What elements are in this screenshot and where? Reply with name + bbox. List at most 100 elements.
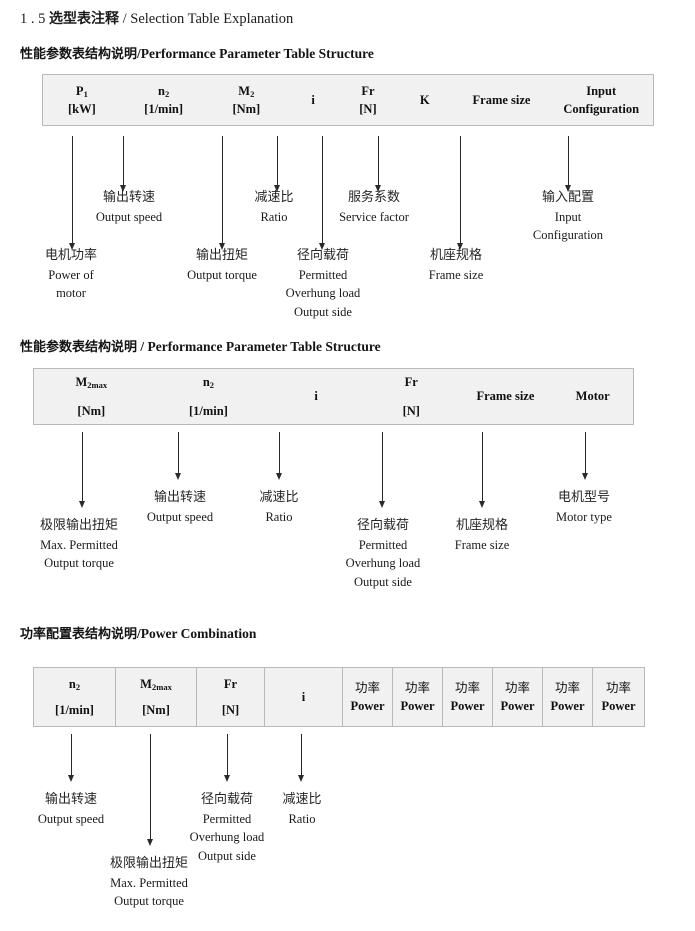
section-heading-separator: / <box>137 46 141 61</box>
annotation-ratio-2-cn: 减速比 <box>259 490 299 505</box>
table1-col-n2-subscript: 2 <box>164 88 170 99</box>
section2-heading-cn: 性能参数表结构说明 <box>20 340 138 355</box>
performance-parameter-table-1: P1 [kW] n2 [1/min] M2 [Nm] i Fr [N] K Fr… <box>42 74 654 126</box>
page-title-en: Selection Table Explanation <box>130 11 294 27</box>
table2-col-frame-size-label: Frame size <box>476 389 535 404</box>
annotation-max-permitted-output-torque-3: 极限输出扭矩 Max. Permitted Output torque <box>90 854 208 911</box>
arrow-to-overhung-load <box>318 136 327 250</box>
annotation-power-of-motor-en-2: motor <box>56 286 86 301</box>
table3-col-power-2-cn: 功率 <box>404 679 430 695</box>
table3-col-power-6-cn: 功率 <box>605 679 631 695</box>
table3-col-power-5-en: Power <box>550 699 585 713</box>
table1-col-input-configuration-line2: Configuration <box>563 102 640 116</box>
table3-col-m2max: M2max [Nm] <box>115 668 196 726</box>
annotation-output-torque-en: Output torque <box>187 267 257 282</box>
section-heading-power-combination: 功率配置表结构说明/Power Combination <box>20 623 256 642</box>
table1-col-n2: n2 [1/min] <box>121 75 207 125</box>
table1-col-i: i <box>286 75 340 125</box>
table1-col-frame-size: Frame size <box>454 75 550 125</box>
annotation-ratio-cn: 减速比 <box>254 190 294 205</box>
table2-col-n2-unit: [1/min] <box>188 403 228 418</box>
section-heading-performance-1: 性能参数表结构说明/Performance Parameter Table St… <box>20 43 374 62</box>
table3-col-power-1-cn: 功率 <box>354 679 380 695</box>
annotation-ratio: 减速比 Ratio <box>243 188 305 226</box>
annotation-output-speed-2: 输出转速 Output speed <box>134 488 226 526</box>
annotation-overhung-load-2-en-1: Permitted <box>358 537 408 552</box>
power-combination-table: n2 [1/min] M2max [Nm] Fr [N] i 功率 Power … <box>33 667 645 727</box>
table2-col-m2max-symbol: M <box>75 375 88 390</box>
annotation-power-of-motor-en-1: Power of <box>48 267 94 282</box>
annotation-motor-type: 电机型号 Motor type <box>540 488 628 526</box>
table3-col-n2: n2 [1/min] <box>34 668 115 726</box>
section-heading-cn: 性能参数表结构说明 <box>20 47 138 62</box>
annotation-output-speed-2-en: Output speed <box>146 509 214 524</box>
arrow-to-ratio-2 <box>275 432 284 480</box>
table3-col-m2max-subscript: 2max <box>151 681 172 692</box>
annotation-service-factor: 服务系数 Service factor <box>327 188 421 226</box>
annotation-overhung-load-3-en-2: Overhung load <box>189 830 265 845</box>
table3-col-n2-symbol: n <box>68 676 76 691</box>
section3-heading-cn: 功率配置表结构说明 <box>20 627 138 642</box>
arrow-to-power-of-motor <box>68 136 77 250</box>
annotation-frame-size-2-cn: 机座规格 <box>455 518 508 533</box>
annotation-power-of-motor: 电机功率 Power of motor <box>32 246 110 303</box>
annotation-overhung-load-en-2: Overhung load <box>285 286 361 301</box>
table3-col-power-4-en: Power <box>500 699 535 713</box>
table1-col-k-symbol: K <box>419 92 430 107</box>
section2-heading-en: Performance Parameter Table Structure <box>147 339 381 354</box>
table2-col-n2: n2 [1/min] <box>149 369 269 424</box>
table2-col-m2max: M2max [Nm] <box>34 369 149 424</box>
annotation-frame-size-2-en: Frame size <box>454 537 510 552</box>
table1-col-m2-subscript: 2 <box>250 88 255 99</box>
section-heading-en: Performance Parameter Table Structure <box>140 46 374 61</box>
annotation-frame-size: 机座规格 Frame size <box>412 246 500 284</box>
annotation-max-permitted-output-torque-3-en-1: Max. Permitted <box>110 875 188 890</box>
table2-col-n2-symbol: n <box>202 375 210 390</box>
annotation-ratio-3-cn: 减速比 <box>282 792 322 807</box>
arrow-to-frame-size <box>456 136 465 250</box>
table2-col-frame-size: Frame size <box>459 369 553 424</box>
annotation-power-of-motor-cn: 电机功率 <box>44 248 97 263</box>
arrow-to-ratio <box>273 136 282 192</box>
table3-col-n2-unit: [1/min] <box>55 703 94 717</box>
arrow-to-frame-size-2 <box>478 432 487 508</box>
table2-col-i: i <box>268 369 364 424</box>
table2-col-fr: Fr [N] <box>364 369 459 424</box>
annotation-input-configuration-en-2: Configuration <box>532 228 604 243</box>
table1-col-i-symbol: i <box>311 92 315 107</box>
table3-col-power-1-en: Power <box>350 699 385 713</box>
table3-col-fr-unit: [N] <box>221 703 240 717</box>
annotation-service-factor-en: Service factor <box>339 209 409 224</box>
annotation-overhung-load-en-1: Permitted <box>298 267 348 282</box>
annotation-input-configuration-cn: 输入配置 <box>541 190 594 205</box>
table2-col-i-symbol: i <box>314 389 318 404</box>
table3-col-fr-symbol: Fr <box>223 676 238 691</box>
table2-col-motor-label: Motor <box>575 389 610 404</box>
annotation-max-permitted-output-torque-en-1: Max. Permitted <box>40 537 118 552</box>
table3-col-m2max-unit: [Nm] <box>142 703 170 717</box>
section-heading-performance-2: 性能参数表结构说明 / Performance Parameter Table … <box>20 336 381 355</box>
annotation-output-speed: 输出转速 Output speed <box>83 188 175 226</box>
table1-col-n2-symbol: n <box>158 83 165 98</box>
annotation-overhung-load-2-cn: 径向载荷 <box>356 518 409 533</box>
annotation-ratio-2-en: Ratio <box>265 509 293 524</box>
annotation-frame-size-2: 机座规格 Frame size <box>438 516 526 554</box>
table3-col-power-4-cn: 功率 <box>504 679 530 695</box>
page-title-cn: 选型表注释 <box>49 11 119 27</box>
annotation-output-torque-cn: 输出扭矩 <box>195 248 248 263</box>
annotation-overhung-load-3: 径向载荷 Permitted Overhung load Output side <box>175 790 279 866</box>
table1-col-input-configuration-line1: Input <box>586 83 617 98</box>
annotation-max-permitted-output-torque: 极限输出扭矩 Max. Permitted Output torque <box>20 516 138 573</box>
table1-col-n2-unit: [1/min] <box>144 102 184 116</box>
table3-col-power-3-en: Power <box>450 699 485 713</box>
table3-col-power-5: 功率 Power <box>542 668 592 726</box>
annotation-input-configuration: 输入配置 Input Configuration <box>516 188 620 245</box>
arrow-to-max-permitted-output-torque-3 <box>146 734 155 846</box>
annotation-overhung-load-3-en-3: Output side <box>198 849 256 863</box>
arrow-to-output-speed-3 <box>67 734 76 782</box>
annotation-output-torque: 输出扭矩 Output torque <box>174 246 270 284</box>
annotation-output-speed-3-en: Output speed <box>37 811 105 826</box>
section3-heading-en: Power Combination <box>140 626 257 641</box>
section3-heading-separator: / <box>137 626 141 641</box>
